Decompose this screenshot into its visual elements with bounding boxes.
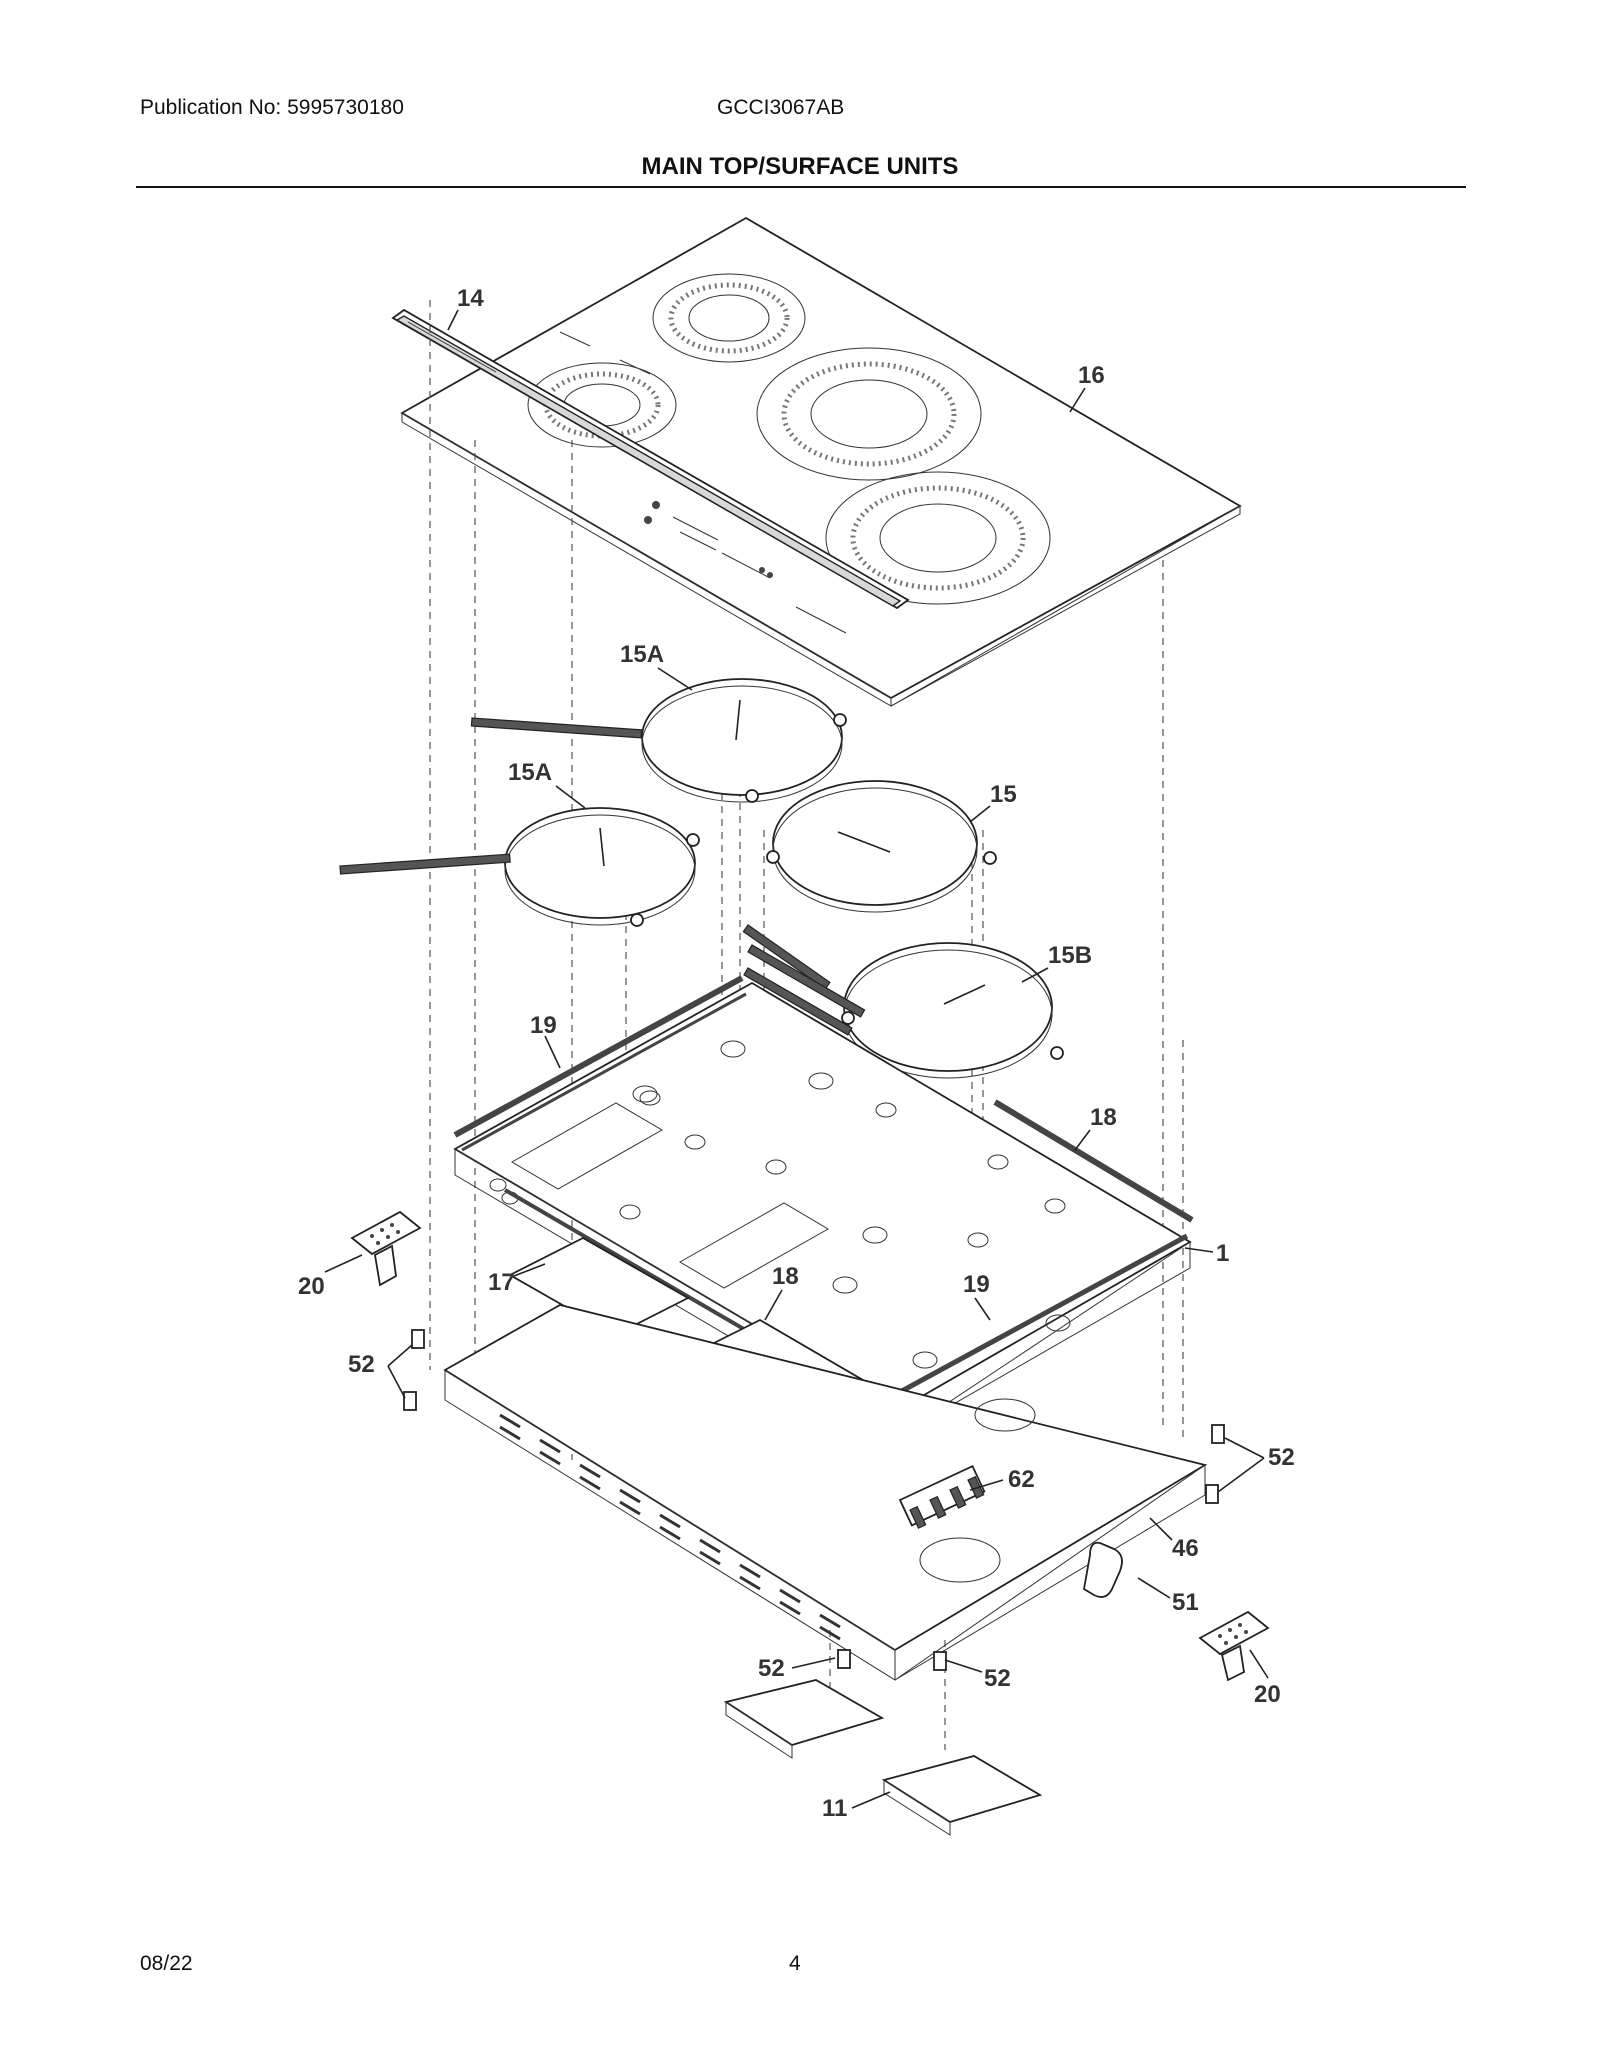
element-part-15A-upper	[470, 678, 847, 803]
element-part-15B	[743, 942, 1064, 1079]
leg-parts-11	[723, 1679, 1043, 1836]
callout-16: 16	[1078, 362, 1105, 389]
terminal-block-part-62	[898, 1464, 986, 1529]
callout-1: 1	[1216, 1240, 1229, 1267]
model-number: GCCI3067AB	[717, 96, 845, 119]
callout-14: 14	[457, 285, 484, 312]
page-number: 4	[789, 1952, 801, 1975]
callout-15A-lower: 15A	[508, 759, 552, 786]
callout-19-left: 19	[530, 1012, 557, 1039]
element-part-15A-lower	[339, 807, 700, 927]
bracket-part-20-right	[1198, 1610, 1270, 1682]
callout-18-center: 18	[772, 1263, 799, 1290]
cooktop-glass-part-16	[400, 216, 1242, 707]
callout-18-right: 18	[1090, 1104, 1117, 1131]
callout-52-bottom-left: 52	[758, 1655, 785, 1682]
callout-20-left: 20	[298, 1273, 325, 1300]
callout-20-right: 20	[1254, 1681, 1281, 1708]
footer-date: 08/22	[140, 1952, 193, 1975]
publication-number: Publication No: 5995730180	[140, 96, 404, 119]
leader-lines	[324, 309, 1269, 1809]
page-title: MAIN TOP/SURFACE UNITS	[641, 153, 959, 180]
callout-52-bottom-right: 52	[984, 1665, 1011, 1692]
callout-15: 15	[990, 781, 1017, 808]
callout-62: 62	[1008, 1466, 1035, 1493]
callout-11: 11	[822, 1795, 847, 1822]
callout-17: 17	[488, 1269, 515, 1296]
strain-relief-part-51	[1083, 1541, 1123, 1598]
callout-46: 46	[1172, 1535, 1199, 1562]
callout-51: 51	[1172, 1589, 1199, 1616]
callout-15A-upper: 15A	[620, 641, 664, 668]
bracket-part-20-left	[350, 1210, 422, 1287]
callout-19-center: 19	[963, 1271, 990, 1298]
callout-52-left: 52	[348, 1351, 375, 1378]
trim-strip-part-14	[391, 308, 910, 610]
clip-parts-52	[403, 1329, 1225, 1671]
element-part-15	[742, 780, 997, 990]
header-divider	[136, 186, 1466, 188]
callout-15B: 15B	[1048, 942, 1092, 969]
housing-part-46	[443, 1304, 1208, 1681]
callout-52-right: 52	[1268, 1444, 1295, 1471]
